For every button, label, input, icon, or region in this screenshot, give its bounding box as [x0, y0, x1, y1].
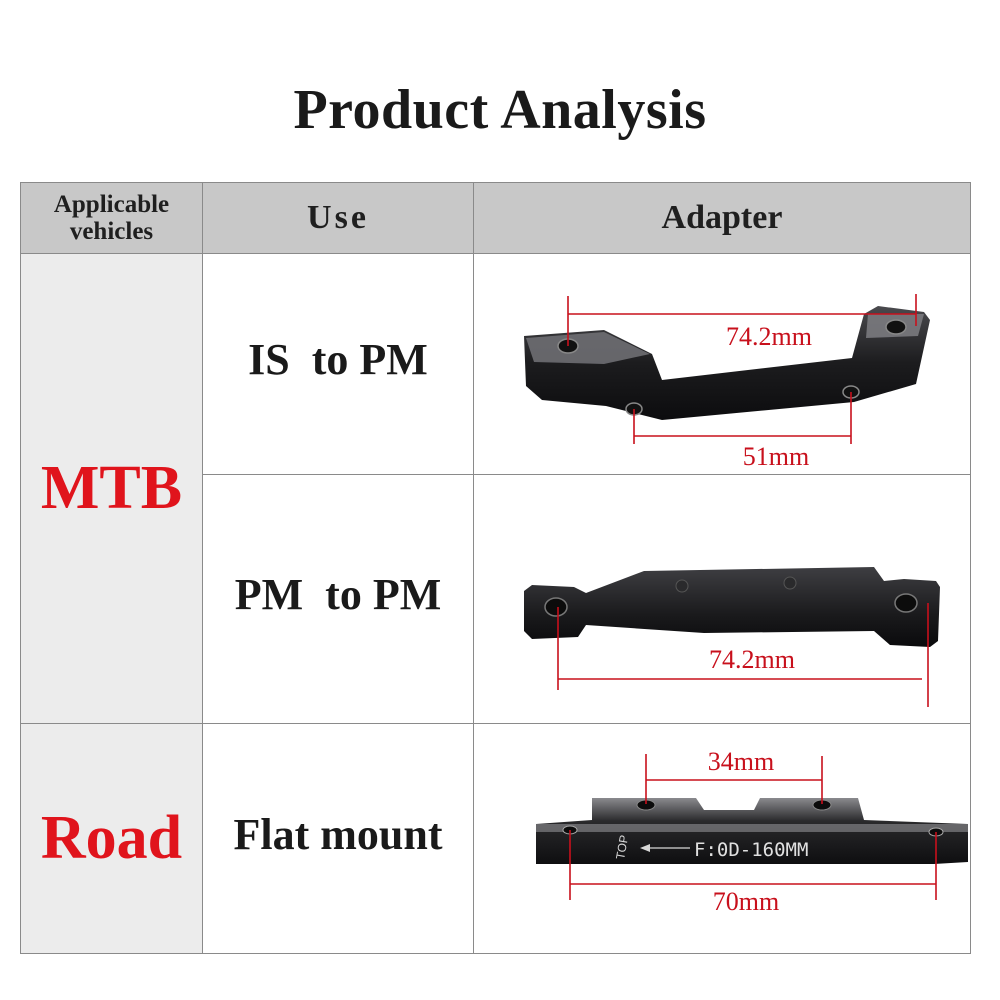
page-title: Product Analysis: [293, 79, 707, 141]
vehicle-mtb: MTB: [20, 253, 203, 724]
mount-hole: [894, 593, 918, 613]
engraving-text: F:0D-160MM: [694, 839, 808, 861]
adapter-cell-is-to-pm: 74.2mm 51mm: [473, 253, 971, 475]
measure-label: 70mm: [713, 887, 779, 916]
product-table: Applicable vehicles Use Adapter MTB Road…: [20, 182, 971, 954]
header-vehicles-line2: vehicles: [69, 218, 154, 245]
measure-label: 74.2mm: [726, 322, 812, 351]
measure-lines: [557, 603, 929, 707]
use-is-to-pm: IS to PM: [202, 253, 474, 475]
adapter-pm-to-pm-image: 74.2mm: [524, 567, 940, 707]
measure-lines: [567, 294, 917, 444]
use-flat-mount: Flat mount: [202, 723, 474, 954]
vehicle-road: Road: [20, 723, 203, 954]
use-pm-to-pm: PM to PM: [202, 474, 474, 725]
measure-label: 51mm: [743, 442, 809, 471]
adapter-is-to-pm-image: 74.2mm 51mm: [524, 294, 930, 471]
header-applicable-vehicles: Applicable vehicles: [20, 182, 203, 254]
adapter-cell-flat-mount: TOP F:0D-160MM 34mm 70mm: [473, 723, 971, 954]
mount-hole: [885, 319, 907, 335]
adapter-flat-mount-image: TOP F:0D-160MM 34mm 70mm: [536, 747, 968, 916]
adapter-cell-pm-to-pm: 74.2mm: [473, 474, 971, 725]
engraving-top: TOP: [613, 834, 631, 861]
engraving-arrowhead: [640, 844, 650, 852]
header-vehicles-line1: Applicable: [53, 191, 170, 218]
mount-hole: [544, 597, 568, 617]
adapter-is-to-pm-body: [524, 306, 930, 420]
adapter-pm-to-pm-body: [524, 567, 940, 647]
header-use: Use: [202, 182, 474, 254]
measure-label: 34mm: [708, 747, 774, 776]
measure-label: 74.2mm: [709, 645, 795, 674]
header-adapter: Adapter: [473, 182, 971, 254]
measure-lines: [569, 754, 937, 900]
